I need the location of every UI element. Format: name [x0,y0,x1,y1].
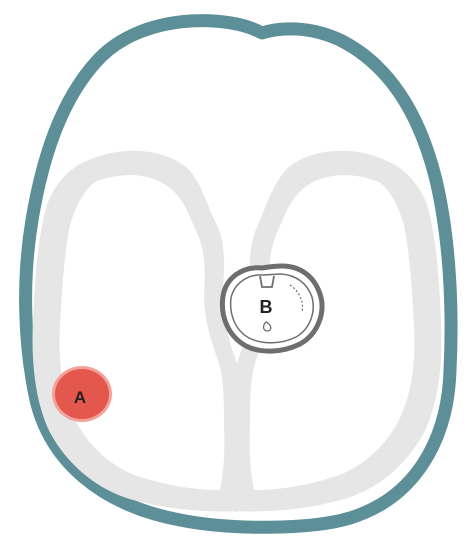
interhemispheric-fissure [237,365,238,512]
brainstem-b-label: B [260,297,273,317]
lesion-a-label: A [74,388,86,407]
